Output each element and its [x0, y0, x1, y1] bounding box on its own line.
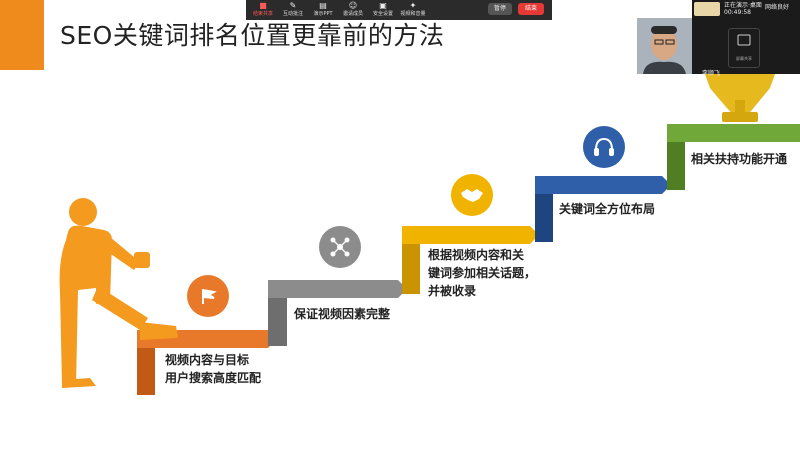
step-3-band — [402, 226, 539, 294]
ppt-icon: ▤ — [319, 1, 327, 10]
flag-icon — [202, 289, 217, 304]
screen-share-thumbnail[interactable] — [728, 28, 760, 68]
toolbar-security[interactable]: ▣ 安全设置 — [368, 1, 398, 19]
toolbar-annotate[interactable]: ✎ 互动批注 — [278, 1, 308, 19]
step-4-label: 关键词全方位布局 — [559, 202, 656, 216]
app-logo — [694, 2, 720, 16]
participant-video[interactable] — [637, 18, 692, 74]
invite-icon: ☺ — [348, 1, 358, 10]
step-1-band — [137, 330, 277, 395]
share-screen-icon — [737, 34, 751, 46]
network-status: 网络良好 — [765, 4, 790, 11]
participant-name: 李顺飞 — [702, 70, 721, 77]
handshake-icon — [461, 189, 483, 202]
end-meeting-button[interactable]: 结束 — [518, 3, 544, 15]
step-3-icon-badge — [451, 174, 493, 216]
toolbar-settings[interactable]: ✦ 视频和音量 — [398, 1, 428, 19]
step-1-icon-badge — [187, 275, 229, 317]
pause-button[interactable]: 暂停 — [488, 3, 512, 15]
toolbar-invite[interactable]: ☺ 邀请成员 — [338, 1, 368, 19]
lock-icon: ▣ — [379, 1, 387, 10]
step-3-label: 根据视频内容和关键词参加相关话题，并被收录 — [428, 248, 537, 298]
step-2-band — [268, 280, 407, 346]
participant-avatar — [637, 18, 692, 74]
screen-share-label: 屏幕共享 — [736, 56, 752, 61]
stop-share-icon: ■ — [259, 1, 267, 10]
step-4-icon-badge — [583, 126, 625, 168]
headset-icon — [594, 137, 614, 156]
share-network-icon — [330, 237, 350, 257]
settings-icon: ✦ — [409, 1, 417, 10]
trophy-icon — [705, 74, 775, 122]
step-5-band — [667, 124, 800, 190]
step-5-label: 相关扶持功能开通 — [691, 152, 788, 166]
step-2-label: 保证视频因素完整 — [294, 307, 391, 321]
step-1-label: 视频内容与目标用户搜索高度匹配 — [165, 353, 262, 385]
walking-person-figure — [59, 198, 178, 388]
meeting-timer: 00:49:58 — [724, 9, 751, 16]
slide-title: SEO关键词排名位置更靠前的方法 — [60, 21, 445, 50]
presenting-status: 正在演示·桌面 00:49:58 — [724, 2, 762, 16]
meeting-toolbar: ■ 结束共享 ✎ 互动批注 ▤ 演示PPT ☺ 邀请成员 ▣ 安全设置 ✦ 视频… — [246, 0, 552, 20]
toolbar-stop-share[interactable]: ■ 结束共享 — [248, 1, 278, 19]
step-4-band — [535, 176, 671, 242]
toolbar-ppt[interactable]: ▤ 演示PPT — [308, 1, 338, 19]
annotate-icon: ✎ — [289, 1, 297, 10]
step-2-icon-badge — [319, 226, 361, 268]
title-accent-bar — [0, 0, 44, 70]
